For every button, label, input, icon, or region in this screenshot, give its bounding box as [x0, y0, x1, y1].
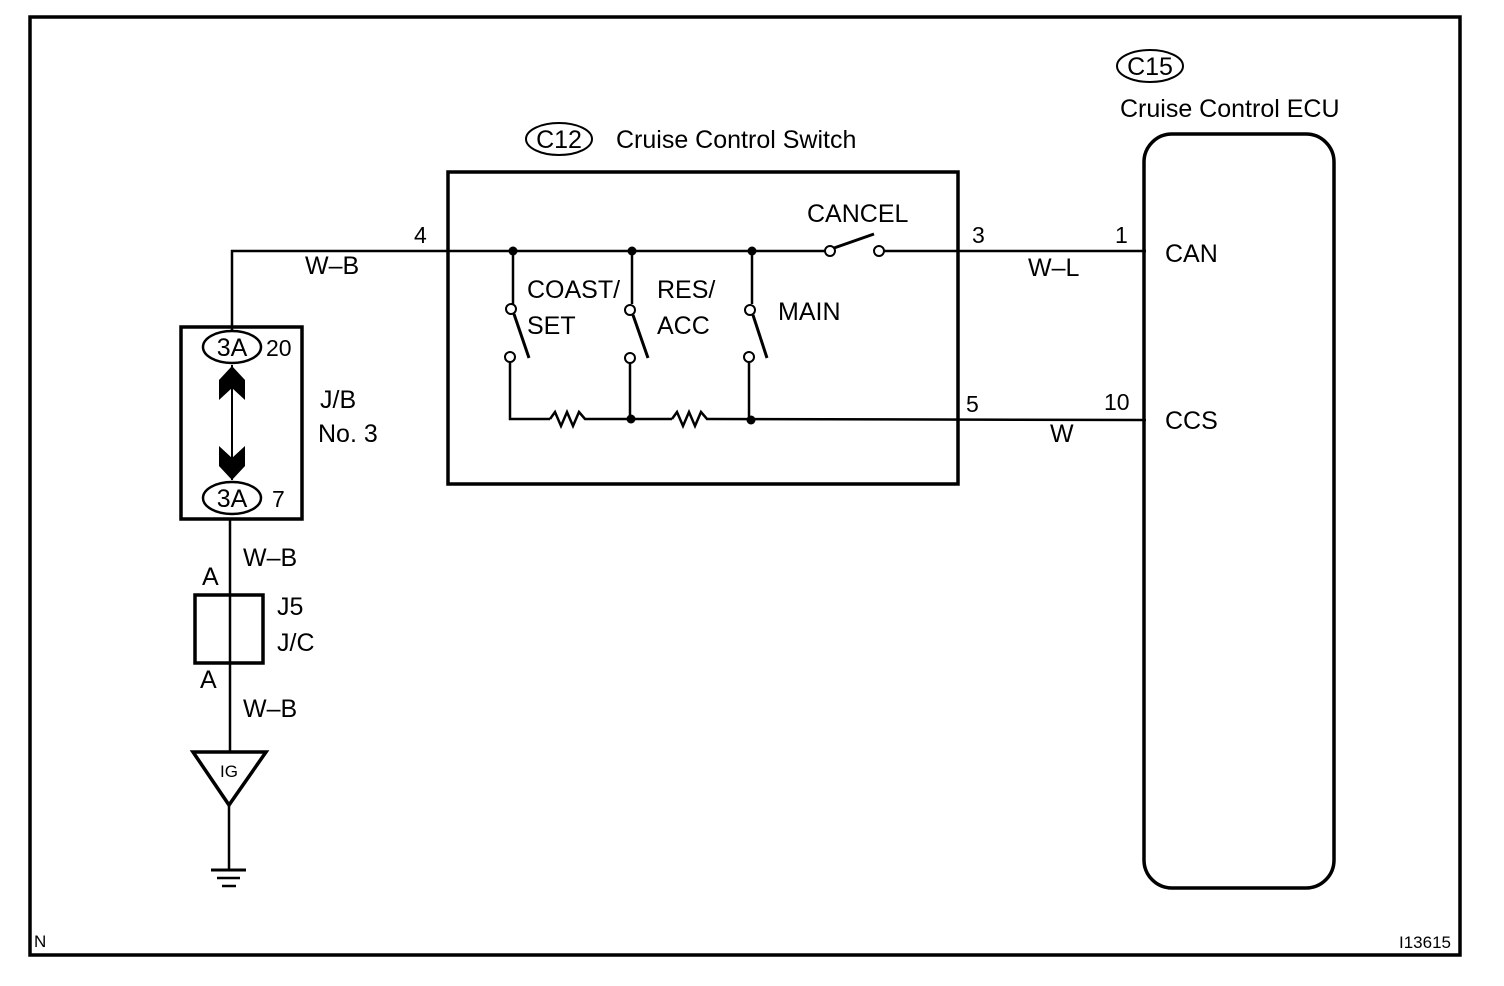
ecu-terminal-ccs: CCS	[1165, 407, 1218, 435]
switch-contact	[873, 245, 885, 257]
cancel-switch-blade	[833, 232, 875, 250]
connector-oval	[1116, 49, 1184, 83]
connector-id: C12	[536, 126, 582, 154]
connector-oval	[525, 122, 593, 156]
connector-id: 3A	[217, 334, 248, 362]
arrow-down-icon	[219, 446, 245, 480]
pin-label: 10	[1104, 389, 1130, 415]
pin-label: 4	[414, 222, 427, 248]
switch-contact	[505, 303, 517, 315]
diagram-frame	[28, 15, 1462, 957]
wire-jb-to-switch	[230, 249, 448, 330]
corner-mark: N	[34, 932, 46, 951]
pin-label: 7	[272, 486, 285, 512]
junction-block-box	[179, 325, 304, 521]
coast-set-switch-blade	[512, 313, 531, 359]
pin-label: A	[200, 666, 217, 694]
pin-label: 20	[266, 335, 292, 361]
switch-label-res: RES/	[657, 276, 715, 304]
switch-label-acc: ACC	[657, 312, 710, 340]
switch-label-coast: COAST/	[527, 276, 620, 304]
junction-connector-label: J/C	[277, 629, 315, 657]
connector-id: 3A	[217, 485, 248, 513]
junction-block: 3A 20 3A 7 J/B No. 3	[179, 325, 378, 521]
res-acc-switch-blade	[631, 314, 650, 359]
component-title: Cruise Control Switch	[616, 126, 856, 154]
junction-connector-label: J5	[277, 593, 303, 621]
main-switch-blade	[751, 314, 769, 359]
switch-label-set: SET	[527, 312, 576, 340]
wire-ccs	[711, 417, 1147, 422]
wire-color-label: W–B	[243, 695, 297, 723]
pin-label: 1	[1115, 222, 1128, 248]
ground-point-ig: IG	[189, 750, 270, 888]
figure-id: I13615	[1399, 933, 1451, 952]
resistor-icon	[548, 408, 590, 430]
ecu-terminal-can: CAN	[1165, 240, 1218, 268]
connector-oval	[201, 329, 263, 365]
connector-oval	[201, 480, 263, 516]
junction-dot	[746, 415, 756, 425]
switch-contact	[624, 304, 636, 316]
switch-contact	[504, 351, 516, 363]
wire-color-label: W–B	[243, 544, 297, 572]
resistor-icon	[670, 408, 712, 430]
component-title: Cruise Control ECU	[1120, 95, 1340, 123]
ground-label: IG	[220, 762, 238, 781]
junction-dot	[626, 414, 636, 424]
connector-id: C15	[1127, 53, 1173, 81]
arrow-up-icon	[219, 366, 245, 400]
pin-label: 5	[966, 391, 979, 417]
junction-connector-box	[193, 593, 265, 665]
switch-contact	[824, 245, 836, 257]
switch-lead	[508, 362, 550, 421]
pin-label: A	[202, 563, 219, 591]
switch-contact	[624, 352, 636, 364]
switch-label-cancel: CANCEL	[807, 200, 909, 228]
switch-label-main: MAIN	[778, 298, 841, 326]
junction-block-label: J/B	[320, 386, 356, 414]
wire-color-label: W–L	[1028, 254, 1080, 282]
switch-contact	[743, 351, 755, 363]
cruise-control-ecu: C15 Cruise Control ECU CAN CCS	[1116, 49, 1340, 890]
cruise-control-switch: C12 Cruise Control Switch CANCEL COAST/ …	[446, 122, 1147, 486]
wire-color-label: W–B	[305, 252, 359, 280]
switch-housing	[446, 170, 960, 486]
ecu-housing	[1142, 132, 1336, 890]
pin-label: 3	[972, 222, 985, 248]
junction-block-label: No. 3	[318, 420, 378, 448]
wire-color-label: W	[1050, 420, 1074, 448]
ground-triangle-icon	[189, 750, 270, 809]
switch-contact	[744, 304, 756, 316]
